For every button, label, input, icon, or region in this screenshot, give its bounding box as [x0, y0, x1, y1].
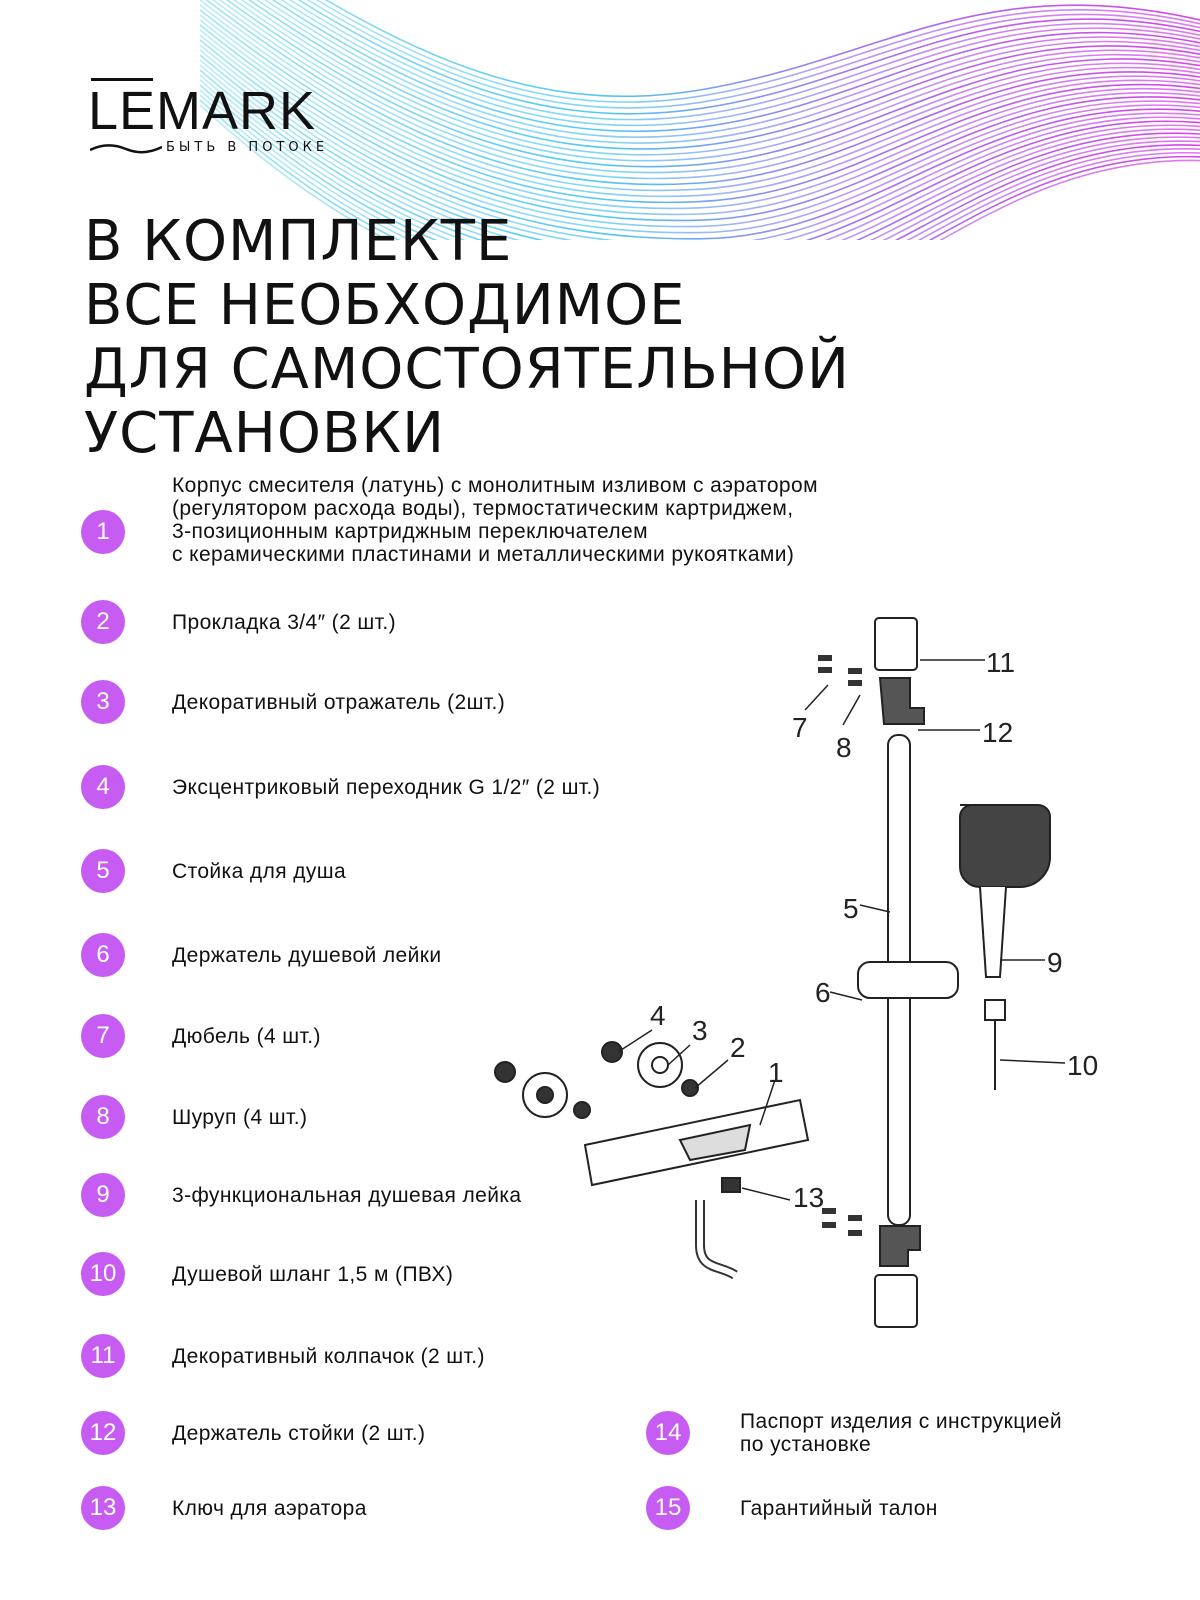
item-description: Держатель стойки (2 шт.)	[172, 1422, 425, 1445]
title-line: В КОМПЛЕКТЕ	[84, 209, 513, 274]
item-description: 3-функциональная душевая лейка	[172, 1184, 521, 1207]
item-description: Эксцентриковый переходник G 1/2″ (2 шт.)	[172, 776, 600, 799]
item-number-badge: 11	[81, 1334, 125, 1378]
aerator-key	[721, 1177, 741, 1193]
title-line: ДЛЯ САМОСТОЯТЕЛЬНОЙ	[84, 337, 850, 402]
brand-tagline: БЫТЬ В ПОТОКЕ	[166, 140, 329, 155]
logo-bar	[91, 78, 153, 81]
label-10: 10	[1067, 1050, 1098, 1081]
item-text-line: Ключ для аэратора	[172, 1496, 367, 1520]
item-text-line: Держатель стойки (2 шт.)	[172, 1421, 426, 1445]
screws-bottom	[822, 1208, 862, 1236]
item-number-badge: 3	[81, 680, 125, 724]
item-description: Прокладка 3/4″ (2 шт.)	[172, 611, 396, 634]
brand-logo: LEMARK БЫТЬ В ПОТОКЕ	[88, 78, 338, 158]
item-text-line: Гарантийный талон	[740, 1496, 938, 1520]
item-text-line: Корпус смесителя (латунь) с монолитным и…	[172, 474, 818, 497]
screws-top	[818, 655, 862, 686]
bracket-top	[878, 677, 925, 725]
product-exploded-diagram: 1 2 3 4 5 6 7 8 9 10 11 12 13	[494, 617, 1098, 1328]
shower-hose	[984, 999, 1006, 1090]
item-number-badge: 9	[81, 1173, 125, 1217]
brand-name: LEMARK	[88, 81, 317, 141]
label-1: 1	[768, 1057, 784, 1088]
item-number-badge: 13	[81, 1486, 125, 1530]
item-text-line: Декоративный колпачок (2 шт.)	[172, 1344, 485, 1368]
item-text-line: Стойка для душа	[172, 859, 347, 883]
item-text-line: Шуруп (4 шт.)	[172, 1105, 308, 1129]
item-text-line: Душевой шланг 1,5 м (ПВХ)	[172, 1262, 454, 1286]
hand-shower-head	[959, 804, 1051, 888]
item-number-badge: 8	[81, 1095, 125, 1139]
item-number-badge: 6	[81, 933, 125, 977]
item-text-line: Декоративный отражатель (2шт.)	[172, 690, 506, 714]
item-text-line: 3-функциональная душевая лейка	[172, 1183, 522, 1207]
item-description: Ключ для аэратора	[172, 1497, 367, 1520]
eccentric-left	[522, 1072, 568, 1118]
label-12: 12	[982, 717, 1013, 748]
label-11: 11	[986, 647, 1015, 678]
leader-lines	[617, 659, 1066, 1201]
item-description: Декоративный колпачок (2 шт.)	[172, 1345, 485, 1368]
item-description: Декоративный отражатель (2шт.)	[172, 691, 505, 714]
item-number-badge: 10	[81, 1252, 125, 1296]
item-number-badge: 5	[81, 849, 125, 893]
item-text-line: Дюбель (4 шт.)	[172, 1024, 321, 1048]
item-text-line: по установке	[740, 1433, 872, 1456]
item-number-badge: 2	[81, 600, 125, 644]
mixer-spout	[678, 1123, 752, 1162]
item-text-line: с керамическими пластинами и металлическ…	[172, 543, 795, 566]
eccentric	[601, 1041, 623, 1063]
label-7: 7	[792, 712, 808, 743]
reflector	[637, 1042, 683, 1088]
label-4: 4	[650, 1000, 666, 1031]
item-description: Шуруп (4 шт.)	[172, 1106, 307, 1129]
item-text-line: Паспорт изделия с инструкцией	[740, 1410, 1062, 1433]
item-number-badge: 4	[81, 765, 125, 809]
decorative-waves	[199, 0, 1200, 240]
hand-shower-handle	[979, 886, 1007, 978]
item-description: Дюбель (4 шт.)	[172, 1025, 321, 1048]
item-description: Стойка для душа	[172, 860, 346, 883]
item-description: Гарантийный талон	[740, 1497, 938, 1520]
item-number-badge: 7	[81, 1014, 125, 1058]
page-title: В КОМПЛЕКТЕ ВСЕ НЕОБХОДИМОЕ ДЛЯ САМОСТОЯ…	[84, 210, 850, 466]
label-13: 13	[793, 1182, 824, 1213]
label-6: 6	[815, 977, 831, 1008]
item-text-line: Держатель душевой лейки	[172, 943, 442, 967]
item-text-line: Эксцентриковый переходник G 1/2″ (2 шт.)	[172, 775, 601, 799]
gasket	[681, 1079, 699, 1097]
item-text-line: Прокладка 3/4″ (2 шт.)	[172, 610, 396, 634]
label-2: 2	[730, 1032, 746, 1063]
item-description: Душевой шланг 1,5 м (ПВХ)	[172, 1263, 453, 1286]
item-description: Держатель душевой лейки	[172, 944, 441, 967]
item-text-line: 3-позиционным картриджным переключателем	[172, 520, 648, 543]
item-number-badge: 15	[646, 1486, 690, 1530]
item-number-badge: 14	[646, 1411, 690, 1455]
item-description: Корпус смесителя (латунь) с монолитным и…	[172, 474, 818, 566]
hand-shower-holder	[857, 961, 959, 999]
cap-bottom	[874, 1274, 918, 1328]
item-number-badge: 12	[81, 1411, 125, 1455]
bracket-bottom	[879, 1225, 921, 1267]
cap-top	[874, 617, 918, 671]
logo-wave-icon	[90, 144, 162, 154]
label-3: 3	[692, 1015, 708, 1046]
label-9: 9	[1047, 947, 1063, 978]
label-5: 5	[843, 893, 859, 924]
item-text-line: (регулятором расхода воды), термостатиче…	[172, 497, 794, 520]
title-line: ВСЕ НЕОБХОДИМОЕ	[84, 273, 686, 338]
item-number-badge: 1	[81, 510, 125, 554]
label-8: 8	[836, 732, 852, 763]
title-line: УСТАНОВКИ	[84, 401, 445, 466]
